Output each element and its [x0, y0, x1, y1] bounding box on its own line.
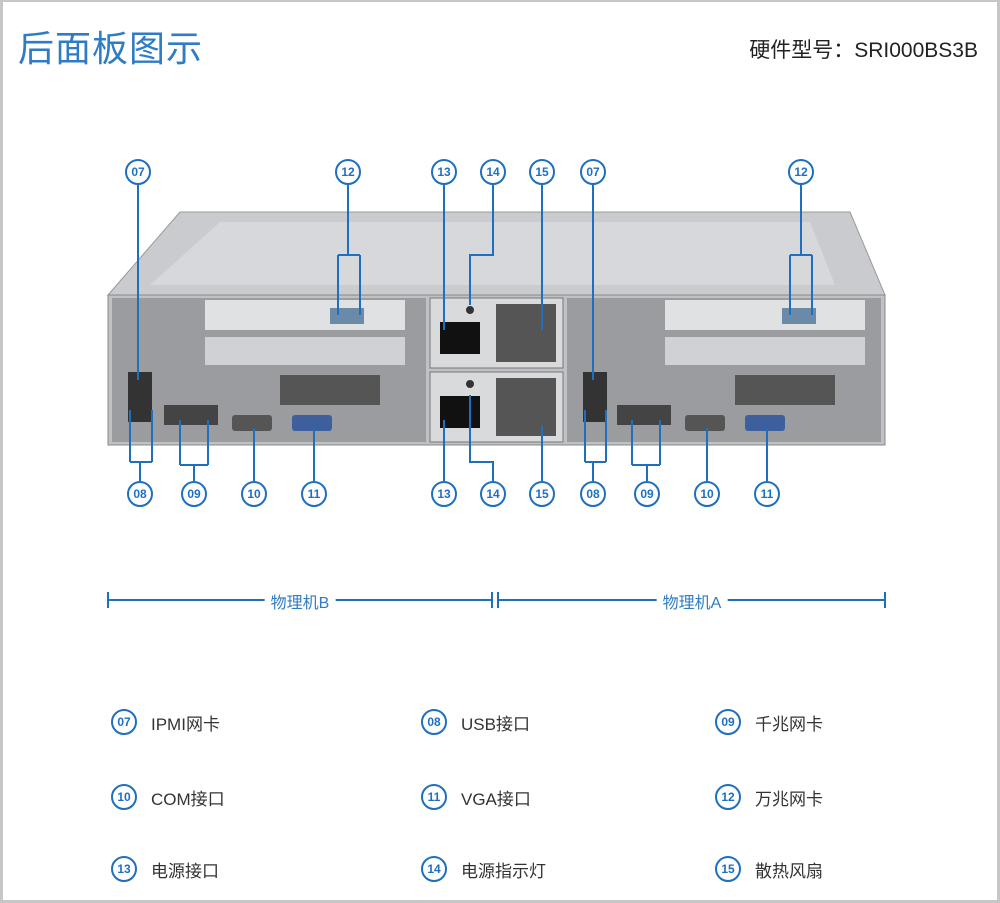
- bracket-label-node-a: 物理机A: [656, 589, 728, 613]
- callout-15: 15: [529, 159, 555, 185]
- legend-num: 14: [421, 856, 447, 882]
- callout-10: 10: [241, 481, 267, 507]
- legend-item: 13 电源接口: [111, 856, 219, 882]
- legend-num: 12: [715, 784, 741, 810]
- legend-label: 电源指示灯: [461, 861, 546, 881]
- vent: [280, 375, 380, 405]
- power-inlet: [440, 396, 480, 428]
- com-port: [232, 415, 272, 431]
- legend-label: 散热风扇: [755, 861, 823, 881]
- vga-port: [745, 415, 785, 431]
- legend-label: 万兆网卡: [755, 789, 823, 809]
- legend-item: 10 COM接口: [111, 784, 225, 810]
- pcie-slot: [665, 300, 865, 330]
- legend-num: 10: [111, 784, 137, 810]
- gbe-ports: [617, 405, 671, 425]
- legend-label: VGA接口: [461, 789, 531, 809]
- callout-14: 14: [480, 481, 506, 507]
- legend-num: 15: [715, 856, 741, 882]
- model-label: 硬件型号：: [749, 39, 855, 62]
- legend-label: 千兆网卡: [755, 714, 823, 734]
- legend-num: 09: [715, 709, 741, 735]
- page-title: 后面板图示: [18, 28, 204, 69]
- gbe-ports: [164, 405, 218, 425]
- usb-ipmi-ports: [583, 372, 607, 422]
- legend-label: IPMI网卡: [151, 714, 220, 734]
- callout-11: 11: [301, 481, 327, 507]
- callout-08: 08: [580, 481, 606, 507]
- vga-port: [292, 415, 332, 431]
- fan-grille: [496, 378, 556, 436]
- callout-09: 09: [634, 481, 660, 507]
- usb-ipmi-ports: [128, 372, 152, 422]
- legend-label: USB接口: [461, 714, 530, 734]
- legend-label: COM接口: [151, 789, 225, 809]
- legend-item: 14 电源指示灯: [421, 856, 546, 882]
- legend-item: 12 万兆网卡: [715, 784, 823, 810]
- callout-08: 08: [127, 481, 153, 507]
- callout-10: 10: [694, 481, 720, 507]
- legend-num: 13: [111, 856, 137, 882]
- legend-item: 15 散热风扇: [715, 856, 823, 882]
- 10g-nic-port: [782, 308, 816, 324]
- callout-12: 12: [788, 159, 814, 185]
- legend-num: 07: [111, 709, 137, 735]
- legend-item: 07 IPMI网卡: [111, 709, 220, 735]
- legend-item: 09 千兆网卡: [715, 709, 823, 735]
- callout-07: 07: [125, 159, 151, 185]
- 10g-nic-port: [330, 308, 364, 324]
- callout-09: 09: [181, 481, 207, 507]
- hardware-model: 硬件型号：SRI000BS3B: [749, 34, 978, 64]
- callout-15: 15: [529, 481, 555, 507]
- vent: [735, 375, 835, 405]
- callout-12: 12: [335, 159, 361, 185]
- pcie-slot: [205, 300, 405, 330]
- pcie-slot: [205, 337, 405, 365]
- fan-grille: [496, 304, 556, 362]
- callout-13: 13: [431, 481, 457, 507]
- model-value: SRI000BS3B: [854, 39, 978, 62]
- callout-11: 11: [754, 481, 780, 507]
- legend-label: 电源接口: [151, 861, 219, 881]
- bracket-label-node-b: 物理机B: [264, 589, 336, 613]
- legend-item: 11 VGA接口: [421, 784, 531, 810]
- callout-07: 07: [580, 159, 606, 185]
- power-led: [466, 380, 474, 388]
- leader-lines: [107, 185, 886, 608]
- power-led: [466, 306, 474, 314]
- pcie-slot: [665, 337, 865, 365]
- legend-num: 08: [421, 709, 447, 735]
- callout-14: 14: [480, 159, 506, 185]
- legend-num: 11: [421, 784, 447, 810]
- legend-item: 08 USB接口: [421, 709, 530, 735]
- callout-13: 13: [431, 159, 457, 185]
- com-port: [685, 415, 725, 431]
- power-inlet: [440, 322, 480, 354]
